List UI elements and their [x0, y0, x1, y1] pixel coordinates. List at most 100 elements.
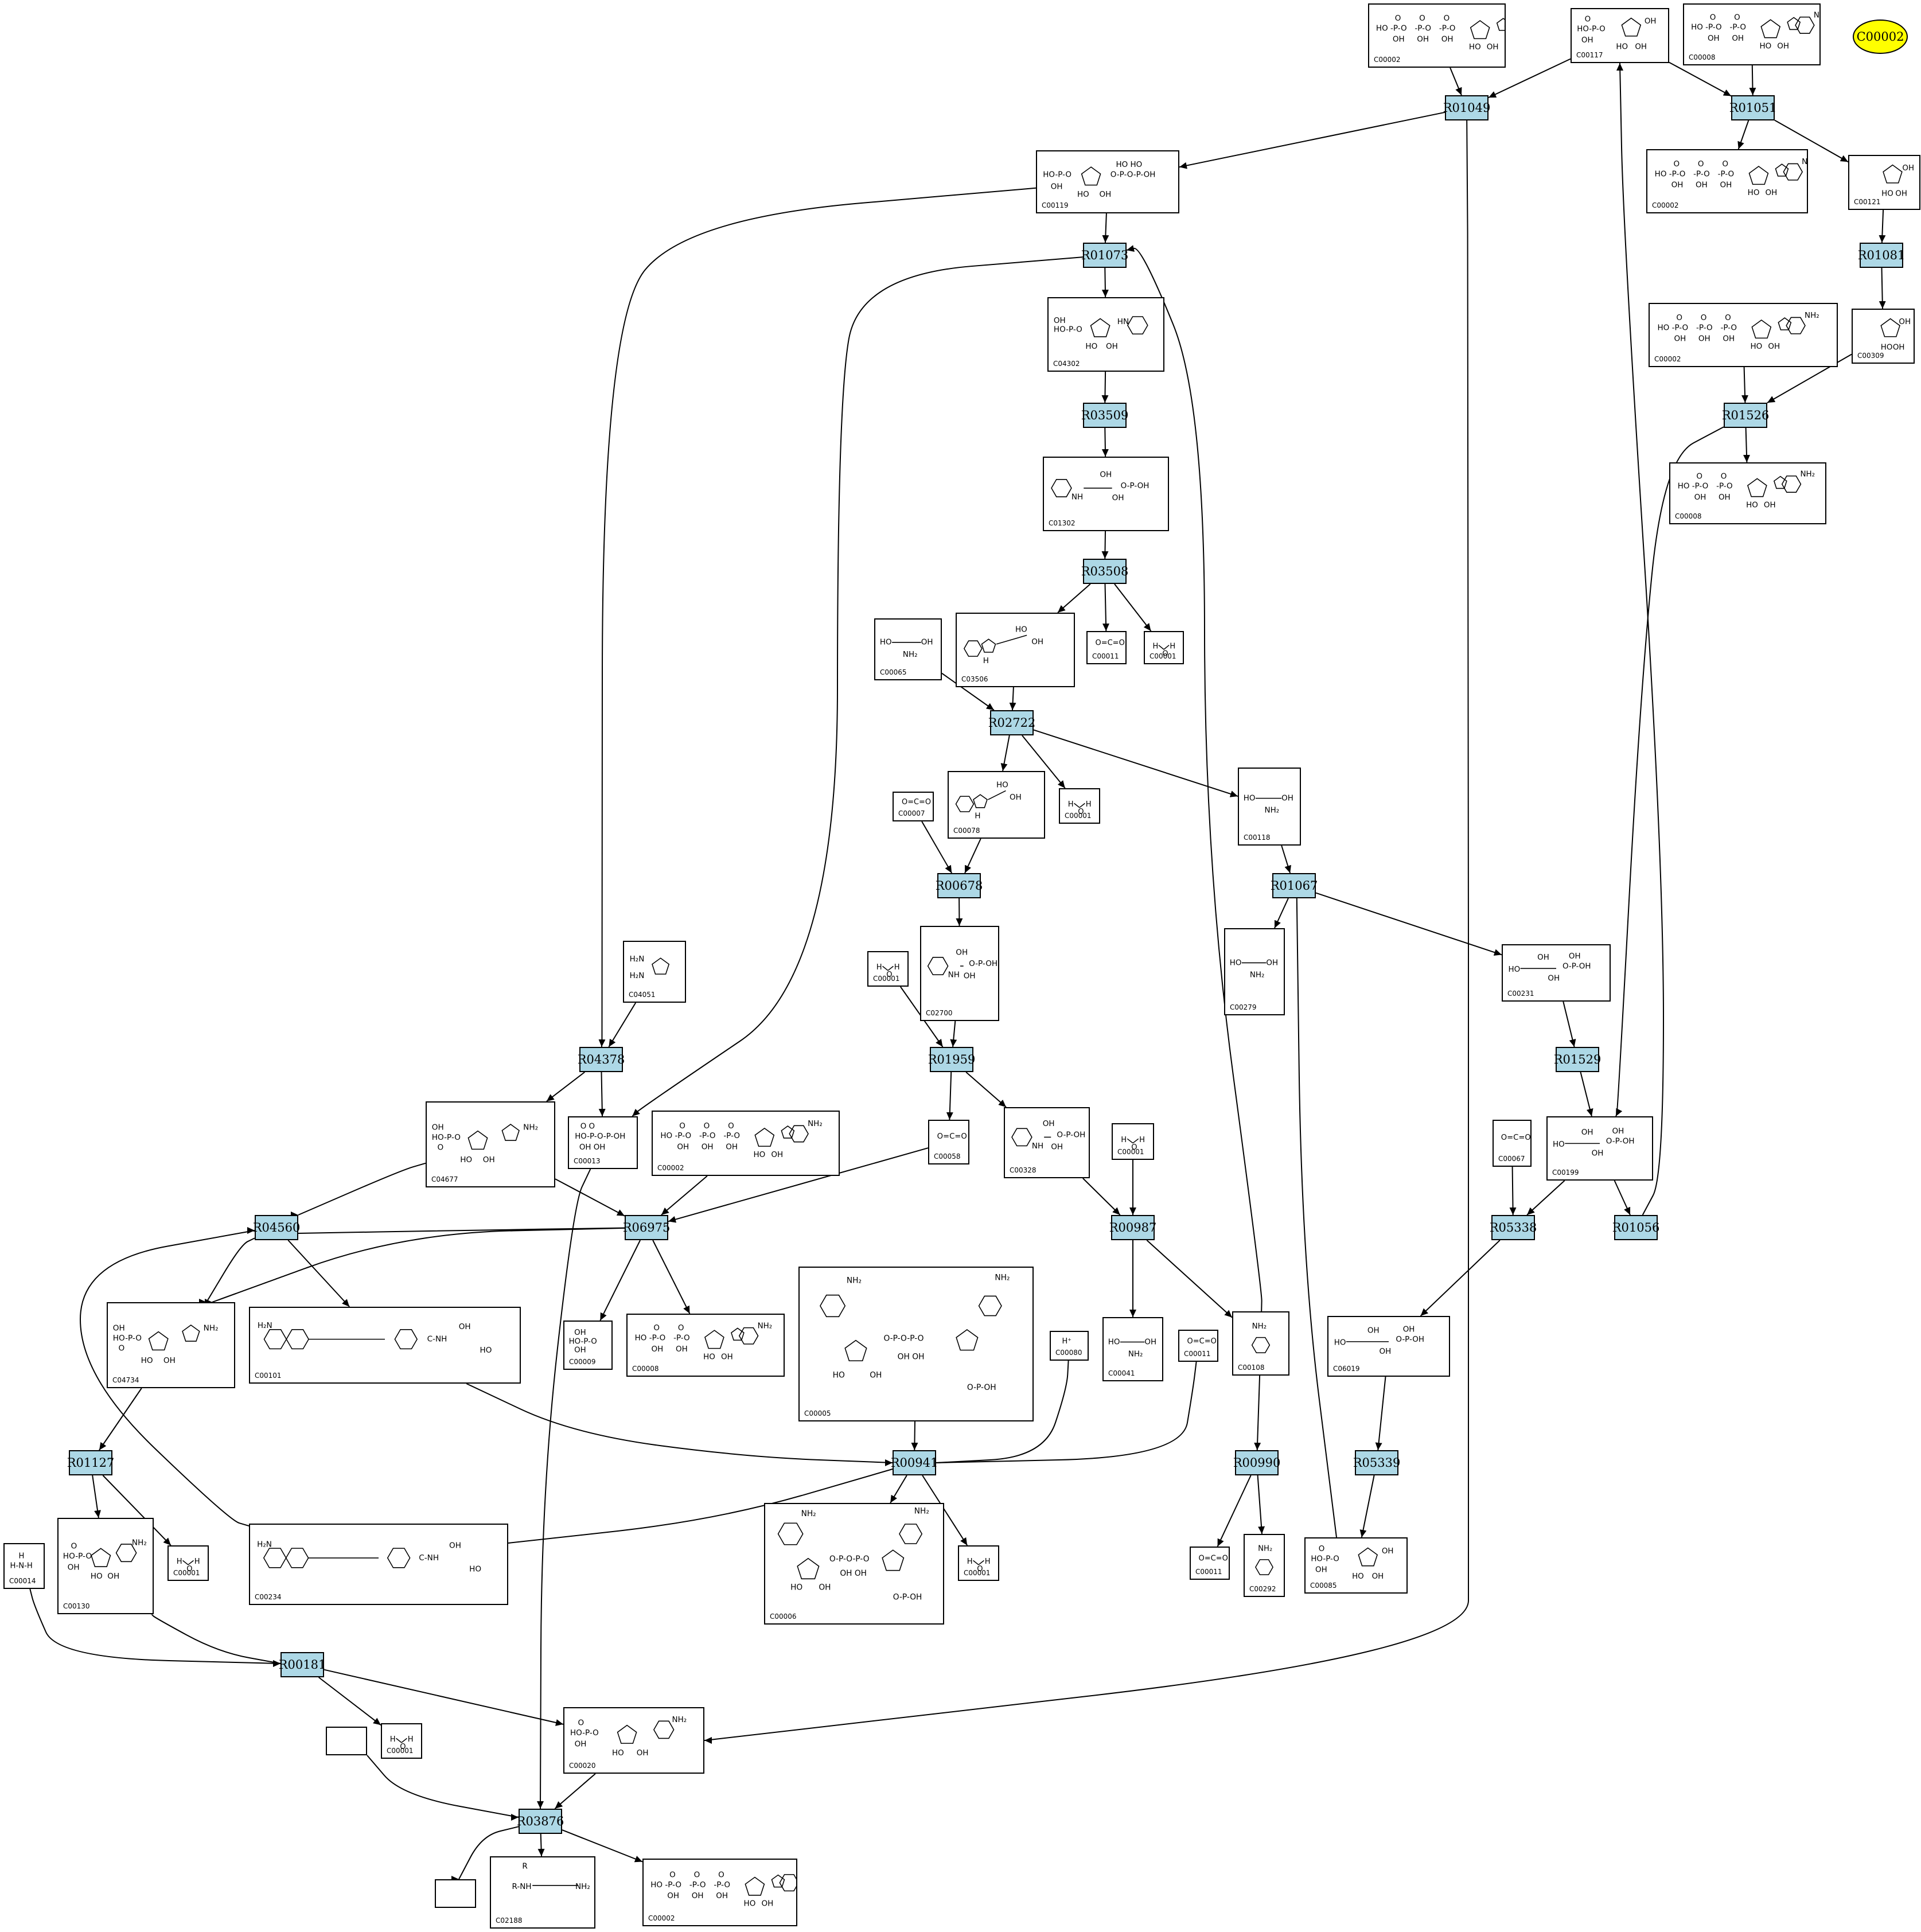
reaction-node[interactable]: R03509: [1081, 403, 1128, 428]
svg-text:NH₂: NH₂: [575, 1882, 590, 1891]
compound-node[interactable]: [435, 1879, 476, 1908]
compound-node[interactable]: [326, 1727, 367, 1755]
reaction-node[interactable]: R00941: [891, 1450, 938, 1475]
reaction-node[interactable]: R01067: [1271, 873, 1318, 898]
edge-R04560-to-c00101: [287, 1240, 350, 1307]
svg-text:OH: OH: [1671, 181, 1684, 190]
map-title-node[interactable]: C00002: [1853, 20, 1908, 54]
svg-text:-P-O: -P-O: [1693, 169, 1710, 178]
reaction-node[interactable]: R03876: [517, 1809, 564, 1834]
structure-drawing: O=C=O: [1501, 1134, 1530, 1142]
svg-text:OH: OH: [1382, 1547, 1394, 1556]
reaction-node[interactable]: R01073: [1081, 243, 1128, 268]
reaction-node[interactable]: R04560: [253, 1215, 300, 1240]
compound-id-label: C00002: [1652, 201, 1679, 209]
reaction-node[interactable]: R01081: [1858, 243, 1905, 268]
reaction-node[interactable]: R05338: [1490, 1215, 1537, 1240]
reaction-node[interactable]: R02722: [988, 710, 1035, 735]
compound-node[interactable]: H⁺C00080: [1050, 1331, 1089, 1361]
reaction-node[interactable]: R00987: [1109, 1215, 1156, 1240]
reaction-node[interactable]: R00990: [1233, 1450, 1280, 1475]
edge-R03876-to-c_atp5: [562, 1829, 643, 1863]
reaction-node[interactable]: R04378: [578, 1047, 625, 1072]
reaction-node[interactable]: R00181: [279, 1652, 326, 1677]
svg-text:OH: OH: [432, 1123, 444, 1132]
reaction-node[interactable]: R01051: [1729, 95, 1776, 120]
reaction-node[interactable]: R01526: [1722, 403, 1769, 428]
svg-text:OH: OH: [575, 1739, 587, 1748]
svg-text:-P-O: -P-O: [649, 1334, 666, 1343]
reaction-node[interactable]: R06975: [623, 1215, 670, 1240]
reaction-node[interactable]: R01056: [1612, 1215, 1659, 1240]
reaction-node[interactable]: R00678: [936, 873, 983, 898]
reaction-node[interactable]: R05339: [1353, 1450, 1400, 1475]
svg-text:HO HO: HO HO: [1116, 160, 1142, 169]
svg-text:OH: OH: [702, 1142, 714, 1151]
reaction-node[interactable]: R01049: [1443, 95, 1490, 120]
svg-text:OH: OH: [1899, 318, 1911, 326]
svg-text:OH: OH: [1043, 1119, 1055, 1128]
reaction-node[interactable]: R03508: [1081, 559, 1128, 584]
reaction-node[interactable]: R01959: [928, 1047, 975, 1072]
reaction-node[interactable]: R01529: [1554, 1047, 1601, 1072]
reaction-node[interactable]: R01127: [67, 1450, 114, 1475]
